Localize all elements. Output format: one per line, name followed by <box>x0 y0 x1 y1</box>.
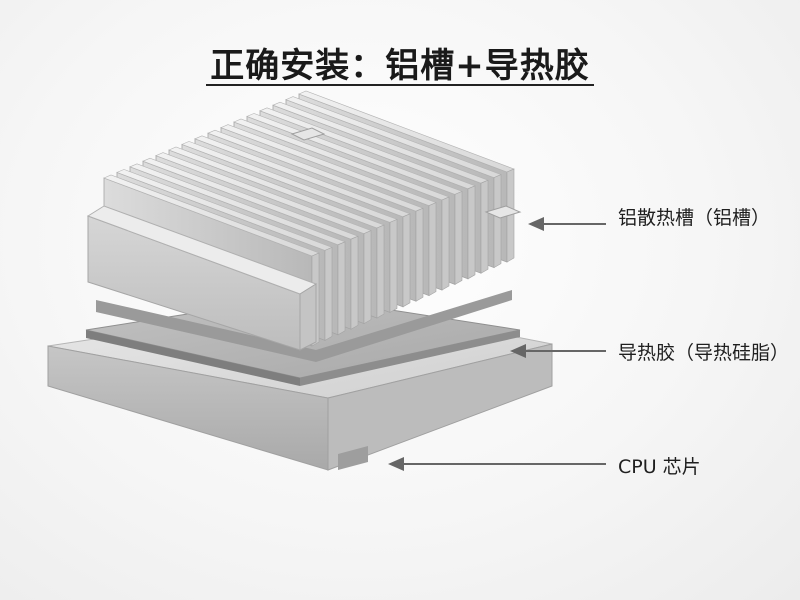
cpu-chip-notch <box>338 446 368 470</box>
arrow-cpu-chip <box>388 457 606 471</box>
arrow-thermal-glue <box>510 344 606 358</box>
page-title: 正确安装：铝槽+导热胶 <box>210 46 590 86</box>
label-cpu-chip: CPU 芯片 <box>618 456 701 478</box>
heatsink-center-block <box>290 127 326 141</box>
heatsink-right-block <box>484 205 522 219</box>
arrow-heatsink <box>528 217 606 231</box>
label-thermal-glue: 导热胶（导热硅脂） <box>618 342 790 364</box>
label-heatsink: 铝散热槽（铝槽） <box>618 207 771 229</box>
title-underline <box>206 84 594 86</box>
heatsink-left-fin-end <box>299 283 317 351</box>
thermal-glue-front <box>86 330 300 386</box>
aluminum-heatsink <box>86 90 522 362</box>
cpu-chip-right <box>327 343 553 471</box>
thermal-glue-right <box>300 330 520 386</box>
